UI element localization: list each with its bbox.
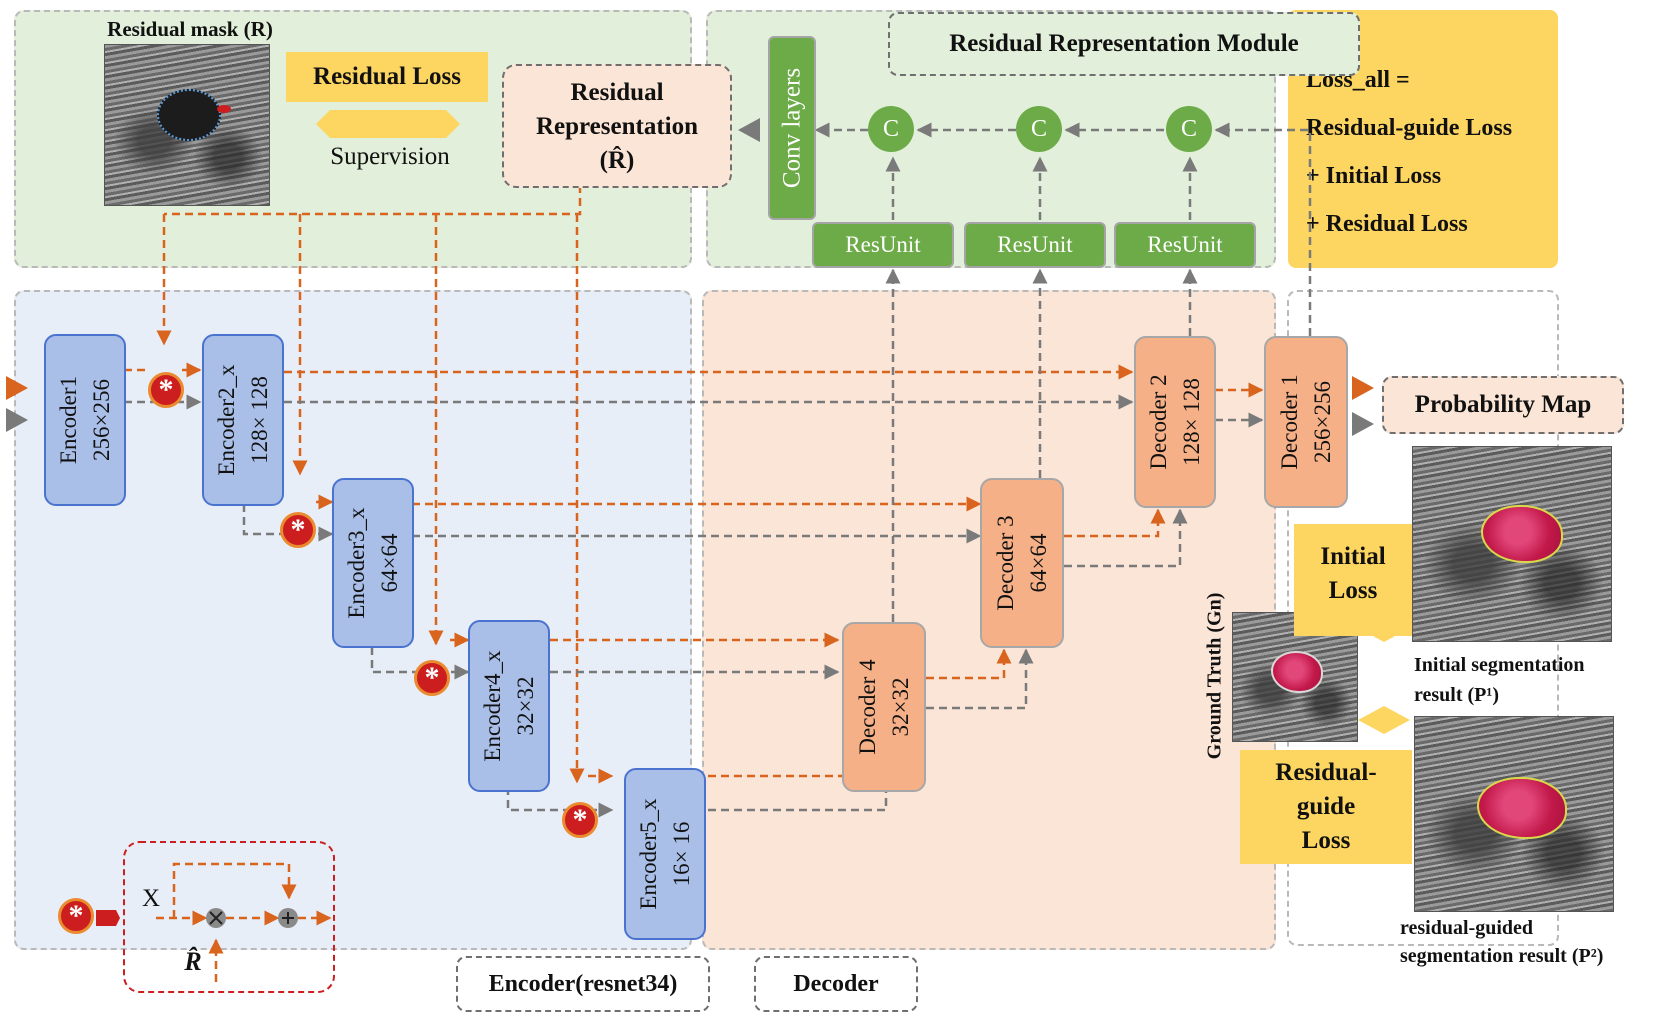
- legend-x-label: X: [141, 885, 161, 912]
- decoder-block-2: Decoder 2 128× 128: [1134, 336, 1216, 508]
- residual-mask-label: Residual mask (R): [107, 16, 273, 41]
- probability-map-tag: Probability Map: [1382, 376, 1624, 434]
- encoder5-name: Encoder5_x: [636, 798, 661, 910]
- resunit-3: ResUnit: [1114, 222, 1256, 268]
- decoder2-size: 128× 128: [1179, 378, 1204, 466]
- residual-result-line1: residual-guided: [1400, 917, 1533, 939]
- encoder3-size: 64×64: [377, 533, 402, 593]
- decoder1-name: Decoder 1: [1277, 374, 1302, 470]
- mul-node-3: *: [414, 660, 450, 696]
- encoder1-size: 256×256: [89, 379, 114, 461]
- residual-loss-label: Residual Loss: [286, 52, 488, 102]
- encoder5-size: 16× 16: [669, 821, 694, 887]
- residual-guide-loss-line2: guide: [1296, 793, 1356, 820]
- encoder-block-1: Encoder1 256×256: [44, 334, 126, 506]
- decoder3-name: Decoder 3: [993, 515, 1018, 611]
- loss-line-4: + Residual Loss: [1306, 211, 1468, 237]
- encoder-tag: Encoder(resnet34): [456, 956, 710, 1012]
- residual-result-caption: residual-guided segmentation result (P²): [1400, 914, 1650, 970]
- residual-guide-loss-line3: Loss: [1301, 827, 1351, 854]
- encoder3-name: Encoder3_x: [344, 507, 369, 619]
- decoder2-name: Decoder 2: [1146, 374, 1171, 470]
- residual-result-line2: segmentation result (P²): [1400, 945, 1604, 967]
- residual-representation-box: Residual Representation (R̂): [502, 64, 732, 188]
- mul-node-2: *: [280, 512, 316, 548]
- decoder-block-4: Decoder 4 32×32: [842, 622, 926, 792]
- initial-result-caption: Initial segmentation result (P¹): [1414, 650, 1634, 710]
- mul-node-4: *: [562, 802, 598, 838]
- initial-loss-label: Initial Loss: [1294, 524, 1412, 636]
- supervision-label: Supervision: [330, 143, 450, 170]
- residual-representation-line2: Representation: [535, 113, 699, 140]
- conv-layers-box: Conv layers: [768, 36, 816, 220]
- encoder2-name: Encoder2_x: [214, 364, 239, 476]
- encoder4-name: Encoder4_x: [480, 650, 505, 762]
- initial-loss-line1: Initial: [1320, 543, 1386, 570]
- legend-r-label: R̂: [184, 947, 202, 976]
- conv-layers-label: Conv layers: [778, 67, 806, 189]
- mul-node-1: *: [148, 372, 184, 408]
- initial-segmentation-image: [1412, 446, 1612, 642]
- concat-node-2: C: [1016, 106, 1062, 152]
- decoder3-size: 64×64: [1026, 533, 1051, 593]
- decoder-block-1: Decoder 1 256×256: [1264, 336, 1348, 508]
- loss-line-2: Residual-guide Loss: [1306, 115, 1513, 141]
- residual-mask-image: [104, 44, 270, 206]
- initial-loss-line2: Loss: [1328, 577, 1378, 604]
- encoder1-name: Encoder1: [56, 375, 81, 465]
- module-title: Residual Representation Module: [888, 12, 1360, 76]
- concat-node-1: C: [868, 106, 914, 152]
- residual-guide-loss-line1: Residual-: [1275, 759, 1377, 786]
- decoder-block-3: Decoder 3 64×64: [980, 478, 1064, 648]
- decoder1-size: 256×256: [1310, 381, 1335, 463]
- legend-mul-node: *: [58, 898, 94, 934]
- residual-representation-line1: Residual: [570, 79, 664, 106]
- decoder-tag: Decoder: [754, 956, 918, 1012]
- encoder-block-3: Encoder3_x 64×64: [332, 478, 414, 648]
- resunit-2: ResUnit: [964, 222, 1106, 268]
- encoder-block-5: Encoder5_x 16× 16: [624, 768, 706, 940]
- decoder4-name: Decoder 4: [855, 659, 880, 755]
- residual-segmentation-image: [1414, 716, 1614, 912]
- encoder-block-4: Encoder4_x 32×32: [468, 620, 550, 792]
- encoder4-size: 32×32: [513, 676, 538, 736]
- loss-line-3: + Initial Loss: [1306, 163, 1442, 189]
- concat-node-3: C: [1166, 106, 1212, 152]
- encoder-block-2: Encoder2_x 128× 128: [202, 334, 284, 506]
- ground-truth-label: Ground Truth (Gn): [1203, 592, 1226, 760]
- decoder4-size: 32×32: [888, 677, 913, 737]
- initial-result-line2: result (P¹): [1414, 684, 1500, 706]
- encoder2-size: 128× 128: [247, 376, 272, 464]
- resunit-1: ResUnit: [812, 222, 954, 268]
- initial-result-line1: Initial segmentation: [1414, 654, 1585, 676]
- residual-guide-loss-label: Residual- guide Loss: [1240, 750, 1412, 864]
- residual-representation-line3: (R̂): [599, 147, 635, 174]
